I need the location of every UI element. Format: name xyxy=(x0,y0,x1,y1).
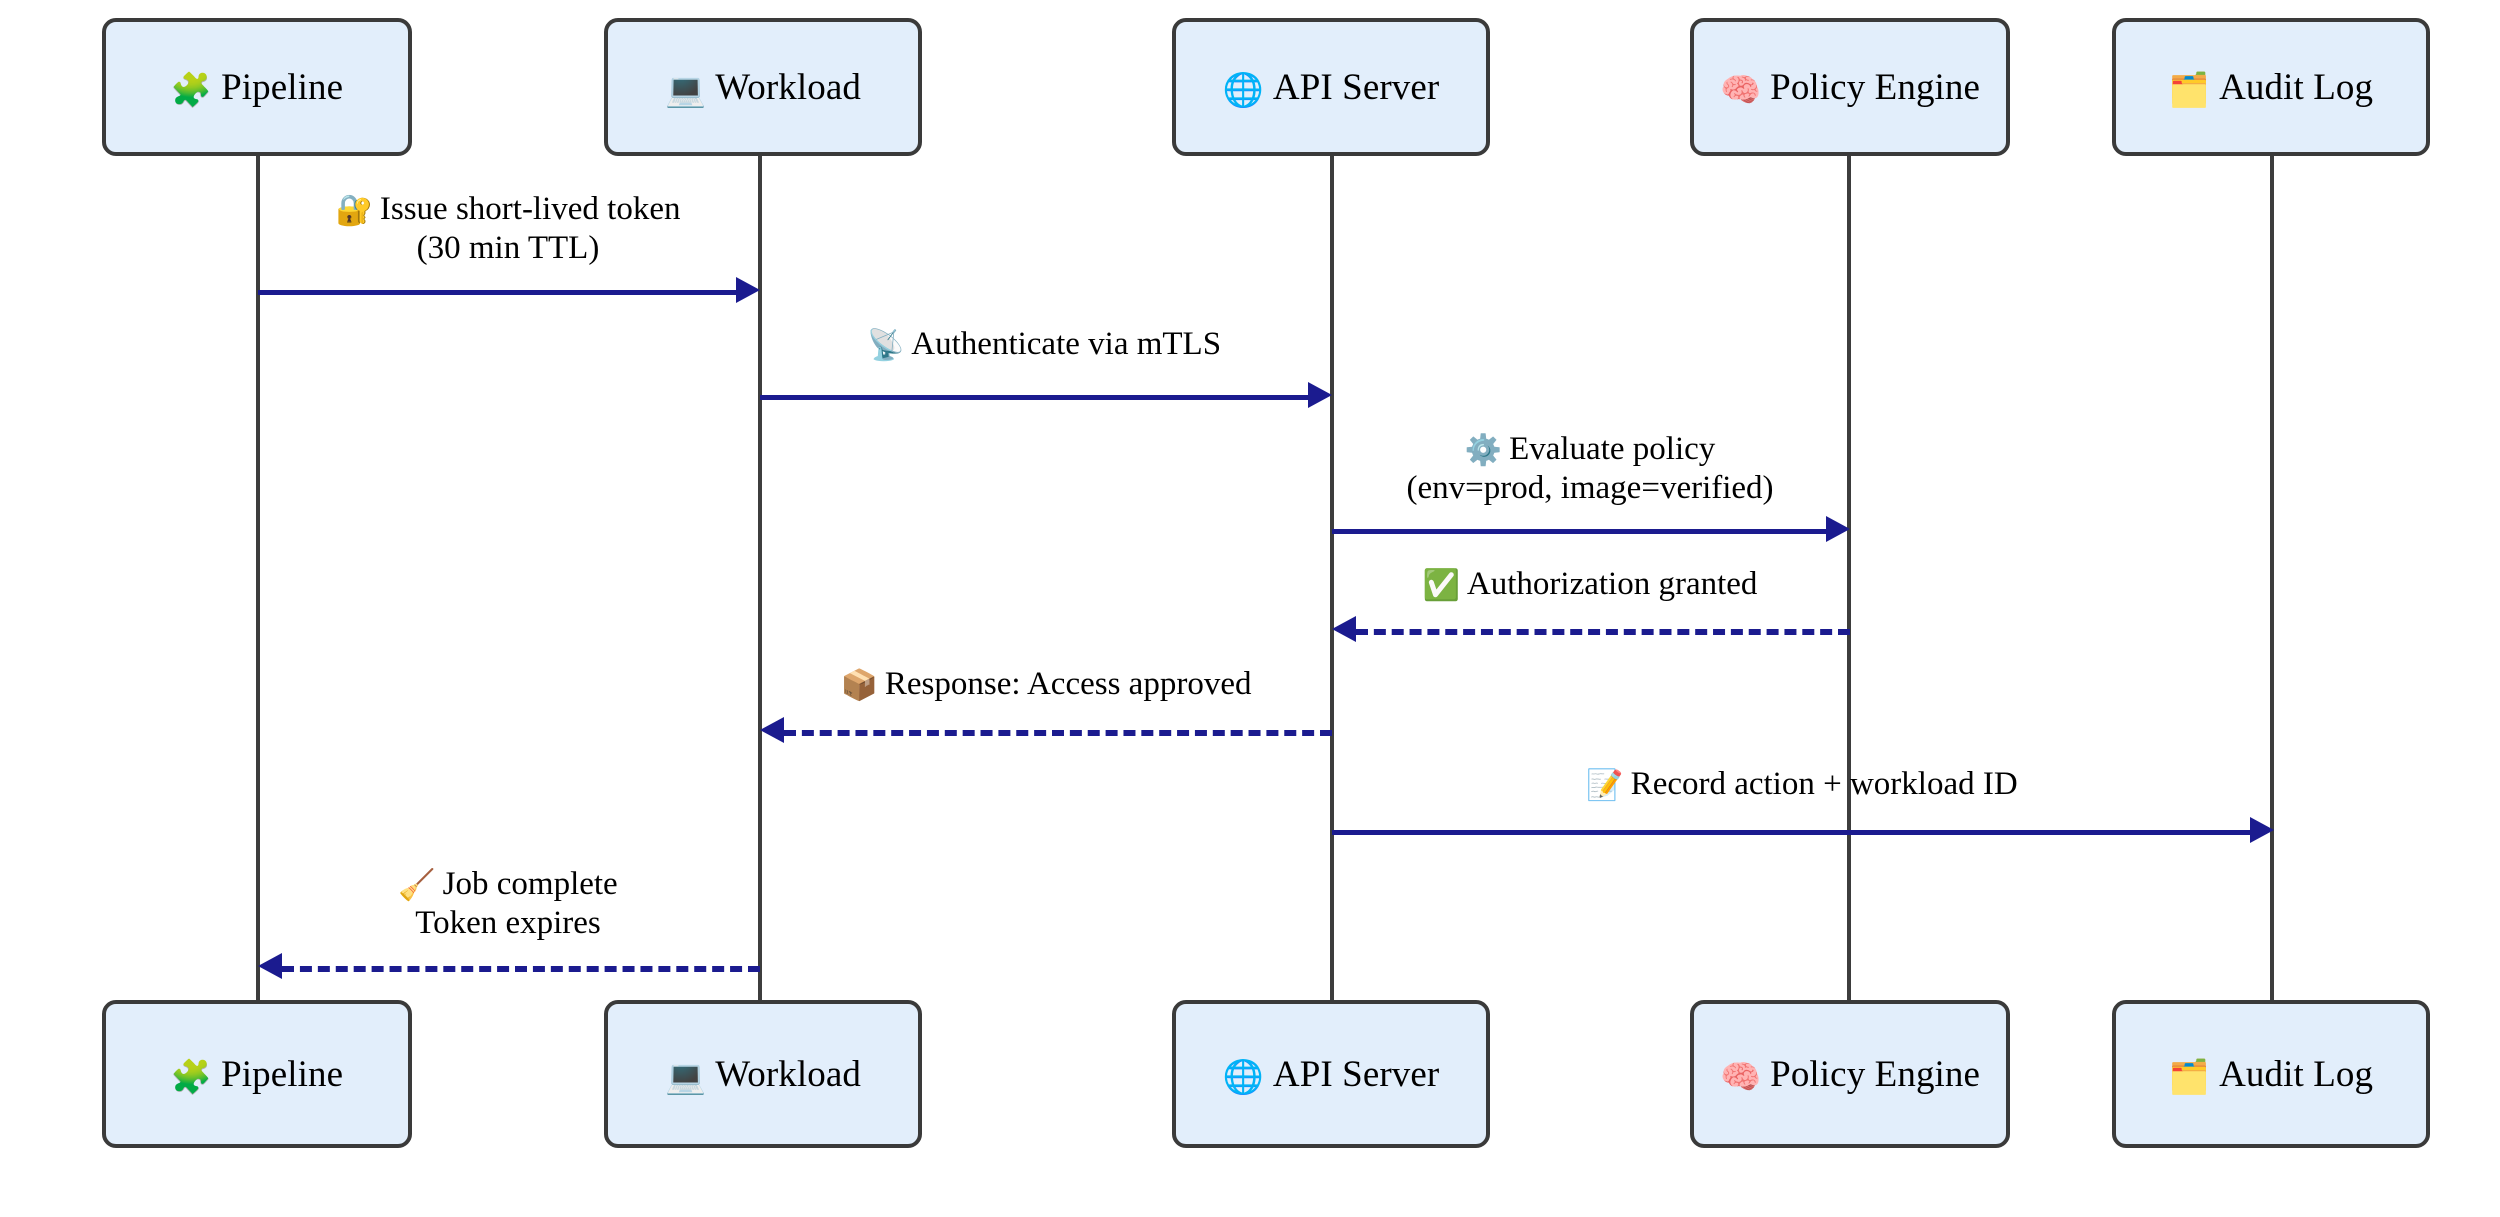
card-index-dividers-icon: 🗂️ xyxy=(2168,1056,2211,1096)
actor-name-audit-log: Audit Log xyxy=(2219,66,2374,108)
message-label-2: 📡Authenticate via mTLS xyxy=(867,325,1221,364)
message-line1-1: Issue short-lived token xyxy=(379,191,681,227)
message-label-7: 🧹Job complete Token expires xyxy=(398,865,617,943)
brain-icon: 🧠 xyxy=(1719,1056,1762,1096)
lifeline-api-server xyxy=(1330,155,1334,1000)
broom-icon: 🧹 xyxy=(398,868,436,903)
puzzle-piece-icon: 🧩 xyxy=(170,69,213,109)
check-mark-button-icon: ✅ xyxy=(1422,568,1460,603)
message-line-3 xyxy=(1332,529,1826,534)
message-label-4: ✅Authorization granted xyxy=(1423,565,1758,604)
message-line-7 xyxy=(282,966,760,972)
actor-name-audit-log-bottom: Audit Log xyxy=(2219,1053,2374,1095)
actor-box-audit-log-top[interactable]: 🗂️Audit Log xyxy=(2112,18,2430,156)
actor-label-pipeline-bottom: 🧩Pipeline xyxy=(171,1056,343,1093)
lifeline-pipeline xyxy=(256,155,260,1000)
actor-name-api-server-bottom: API Server xyxy=(1272,1053,1440,1095)
laptop-icon: 💻 xyxy=(665,69,707,109)
message-line2-7: Token expires xyxy=(415,904,601,941)
arrowhead-right-1 xyxy=(736,277,760,303)
message-line1-2: Authenticate via mTLS xyxy=(911,326,1222,362)
actor-label-audit-log-top: 🗂️Audit Log xyxy=(2169,69,2373,106)
lifeline-audit-log xyxy=(2270,155,2274,1000)
message-label-3: ⚙️Evaluate policy (env=prod, image=verif… xyxy=(1406,430,1773,508)
actor-box-api-server-bottom[interactable]: 🌐API Server xyxy=(1172,1000,1490,1148)
globe-icon: 🌐 xyxy=(1222,69,1264,109)
lifeline-policy-engine xyxy=(1847,155,1851,1000)
actor-name-policy-engine: Policy Engine xyxy=(1770,66,1981,108)
message-label-6: 📝Record action + workload ID xyxy=(1586,765,2017,804)
actor-box-workload-top[interactable]: 💻Workload xyxy=(604,18,922,156)
arrowhead-right-3 xyxy=(1826,516,1850,542)
actor-box-pipeline-bottom[interactable]: 🧩Pipeline xyxy=(102,1000,412,1148)
message-line-1 xyxy=(258,290,736,295)
message-line-6 xyxy=(1332,830,2250,835)
actor-name-policy-engine-bottom: Policy Engine xyxy=(1770,1053,1981,1095)
satellite-antenna-icon: 📡 xyxy=(866,328,905,363)
lifeline-workload xyxy=(758,155,762,1000)
message-line-4 xyxy=(1356,629,1850,635)
actor-label-policy-engine-top: 🧠Policy Engine xyxy=(1720,69,1980,106)
message-line2-3: (env=prod, image=verified) xyxy=(1406,469,1774,506)
message-line1-3: Evaluate policy xyxy=(1509,431,1716,467)
message-line-5 xyxy=(784,730,1332,736)
actor-box-policy-engine-top[interactable]: 🧠Policy Engine xyxy=(1690,18,2010,156)
message-line1-6: Record action + workload ID xyxy=(1630,766,2018,802)
arrowhead-left-4 xyxy=(1332,616,1356,642)
message-label-5: 📦Response: Access approved xyxy=(841,665,1252,704)
brain-icon: 🧠 xyxy=(1719,69,1762,109)
card-index-dividers-icon: 🗂️ xyxy=(2168,69,2211,109)
message-line1-5: Response: Access approved xyxy=(884,666,1252,702)
message-label-1: 🔐Issue short-lived token (30 min TTL) xyxy=(336,190,681,268)
actor-label-workload-top: 💻Workload xyxy=(665,69,861,106)
laptop-icon: 💻 xyxy=(665,1056,707,1096)
actor-label-api-server-bottom: 🌐API Server xyxy=(1223,1056,1440,1093)
arrowhead-right-6 xyxy=(2250,817,2274,843)
package-icon: 📦 xyxy=(840,668,878,703)
gear-icon: ⚙️ xyxy=(1464,433,1503,468)
message-line1-7: Job complete xyxy=(442,866,618,902)
actor-label-policy-engine-bottom: 🧠Policy Engine xyxy=(1720,1056,1980,1093)
actor-name-pipeline: Pipeline xyxy=(221,66,344,108)
actor-name-api-server: API Server xyxy=(1272,66,1440,108)
actor-name-workload: Workload xyxy=(715,66,861,108)
actor-label-audit-log-bottom: 🗂️Audit Log xyxy=(2169,1056,2373,1093)
actor-box-workload-bottom[interactable]: 💻Workload xyxy=(604,1000,922,1148)
locked-with-key-icon: 🔐 xyxy=(335,193,373,228)
actor-label-api-server-top: 🌐API Server xyxy=(1223,69,1440,106)
actor-label-pipeline-top: 🧩Pipeline xyxy=(171,69,343,106)
actor-label-workload-bottom: 💻Workload xyxy=(665,1056,861,1093)
actor-box-pipeline-top[interactable]: 🧩Pipeline xyxy=(102,18,412,156)
message-line-2 xyxy=(760,395,1308,400)
memo-icon: 📝 xyxy=(1586,768,1624,803)
actor-name-workload-bottom: Workload xyxy=(715,1053,861,1095)
message-line1-4: Authorization granted xyxy=(1466,566,1758,602)
arrowhead-left-5 xyxy=(760,717,784,743)
actor-box-api-server-top[interactable]: 🌐API Server xyxy=(1172,18,1490,156)
actor-name-pipeline-bottom: Pipeline xyxy=(221,1053,344,1095)
arrowhead-right-2 xyxy=(1308,382,1332,408)
message-line2-1: (30 min TTL) xyxy=(416,229,600,266)
actor-box-audit-log-bottom[interactable]: 🗂️Audit Log xyxy=(2112,1000,2430,1148)
actor-box-policy-engine-bottom[interactable]: 🧠Policy Engine xyxy=(1690,1000,2010,1148)
globe-icon: 🌐 xyxy=(1222,1056,1264,1096)
arrowhead-left-7 xyxy=(258,953,282,979)
puzzle-piece-icon: 🧩 xyxy=(170,1056,213,1096)
